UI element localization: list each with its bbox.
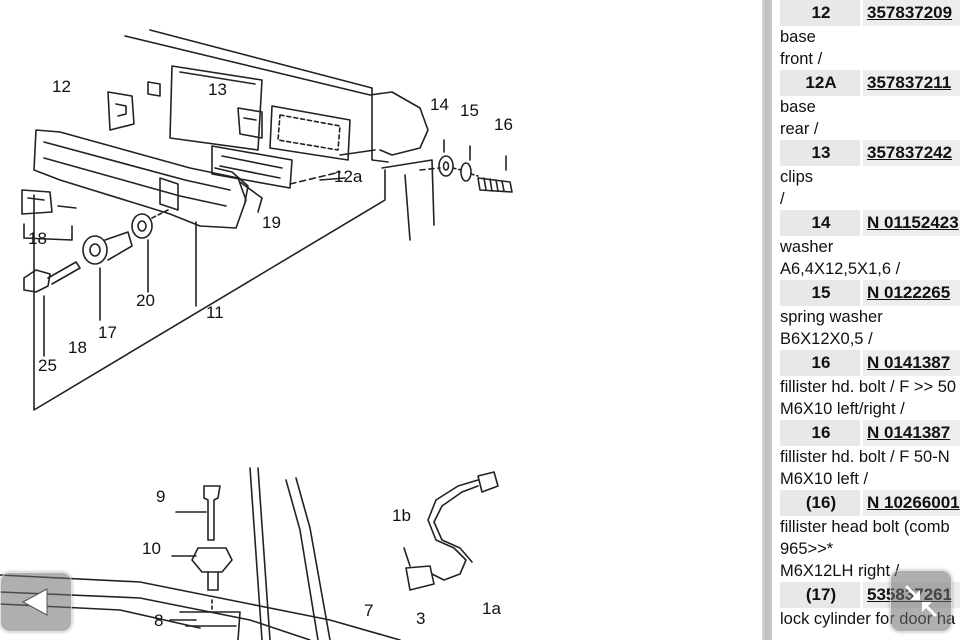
callout-9: 9	[156, 487, 166, 506]
part-description-line: fillister hd. bolt / F 50-N	[780, 448, 950, 466]
part-position-number: 12	[780, 0, 860, 26]
callout-7: 7	[364, 601, 374, 620]
part-position-number: (16)	[780, 490, 860, 516]
part-description-line: M6X10 left/right /	[780, 400, 905, 418]
exploded-parts-diagram: 12 13 14 15 16 12a 19 18 20 17 11 18 25 …	[0, 29, 513, 640]
part-position-number: 12A	[780, 70, 860, 96]
callout-1a: 1a	[482, 599, 501, 618]
callout-20: 20	[136, 291, 155, 310]
part-description: fillister hd. bolt / F >> 50 M6X10 left/r…	[780, 376, 960, 420]
part-position-number: 16	[780, 420, 860, 446]
callout-1b: 1b	[392, 506, 411, 525]
callout-12a: 12a	[334, 167, 363, 186]
callout-25: 25	[38, 356, 57, 375]
callout-10: 10	[142, 539, 161, 558]
part-number-link[interactable]: 357837209	[863, 0, 960, 26]
part-description-line: base	[780, 98, 816, 116]
part-description-line: spring washer	[780, 308, 883, 326]
part-description-line: B6X12X0,5 /	[780, 330, 873, 348]
part-description-line: fillister head bolt (comb	[780, 518, 950, 536]
part-description: base rear /	[780, 96, 960, 140]
part-number-link[interactable]: N 0122265	[863, 280, 960, 306]
part-description-line: 965>>*	[780, 540, 834, 558]
callout-18-lower: 18	[68, 338, 87, 357]
part-description-line: base	[780, 28, 816, 46]
part-position-number: 16	[780, 350, 860, 376]
part-description-line: M6X10 left /	[780, 470, 869, 488]
diagram-drawing	[0, 29, 513, 640]
part-description-line: A6,4X12,5X1,6 /	[780, 260, 901, 278]
part-header: (16)N 10266001	[780, 490, 960, 516]
part-description-line: fillister hd. bolt / F >> 50	[780, 378, 957, 396]
callout-15: 15	[460, 101, 479, 120]
part-row: (16)N 10266001 fillister head bolt (comb 9…	[780, 490, 960, 582]
part-number-link[interactable]: N 0141387	[863, 420, 960, 446]
callout-17: 17	[98, 323, 117, 342]
part-description: fillister hd. bolt / F 50-N M6X10 left /	[780, 446, 960, 490]
part-number-link[interactable]: N 01152423	[863, 210, 960, 236]
part-position-number: 14	[780, 210, 860, 236]
part-position-number: (17)	[780, 582, 860, 608]
callout-16: 16	[494, 115, 513, 134]
back-arrow-icon	[21, 588, 48, 616]
part-position-number: 13	[780, 140, 860, 166]
part-description: fillister head bolt (comb 965>>* M6X12LH r…	[780, 516, 960, 582]
part-description: base front /	[780, 26, 960, 70]
part-description-line: front /	[780, 50, 823, 68]
callout-13: 13	[208, 80, 227, 99]
callout-11: 11	[206, 303, 224, 322]
back-button[interactable]	[0, 572, 72, 632]
part-position-number: 15	[780, 280, 860, 306]
part-description-line: rear /	[780, 120, 819, 138]
part-description-line: /	[780, 190, 785, 208]
part-number-link[interactable]: N 10266001	[863, 490, 960, 516]
callout-12: 12	[52, 77, 71, 96]
part-number-link[interactable]: 357837242	[863, 140, 960, 166]
part-description-line: clips	[780, 168, 814, 186]
part-number-link[interactable]: 357837211	[863, 70, 960, 96]
part-description: clips /	[780, 166, 960, 210]
split-divider[interactable]	[762, 0, 772, 640]
callout-19: 19	[262, 213, 281, 232]
callout-3: 3	[416, 609, 426, 628]
part-number-link[interactable]: N 0141387	[863, 350, 960, 376]
part-description-line: M6X12LH right /	[780, 562, 900, 580]
callout-8: 8	[154, 611, 164, 630]
callout-14: 14	[430, 95, 449, 114]
collapse-arrows-icon	[905, 585, 937, 617]
collapse-button[interactable]	[890, 570, 952, 632]
part-description-line: washer	[780, 238, 834, 256]
callout-18-upper: 18	[28, 229, 47, 248]
